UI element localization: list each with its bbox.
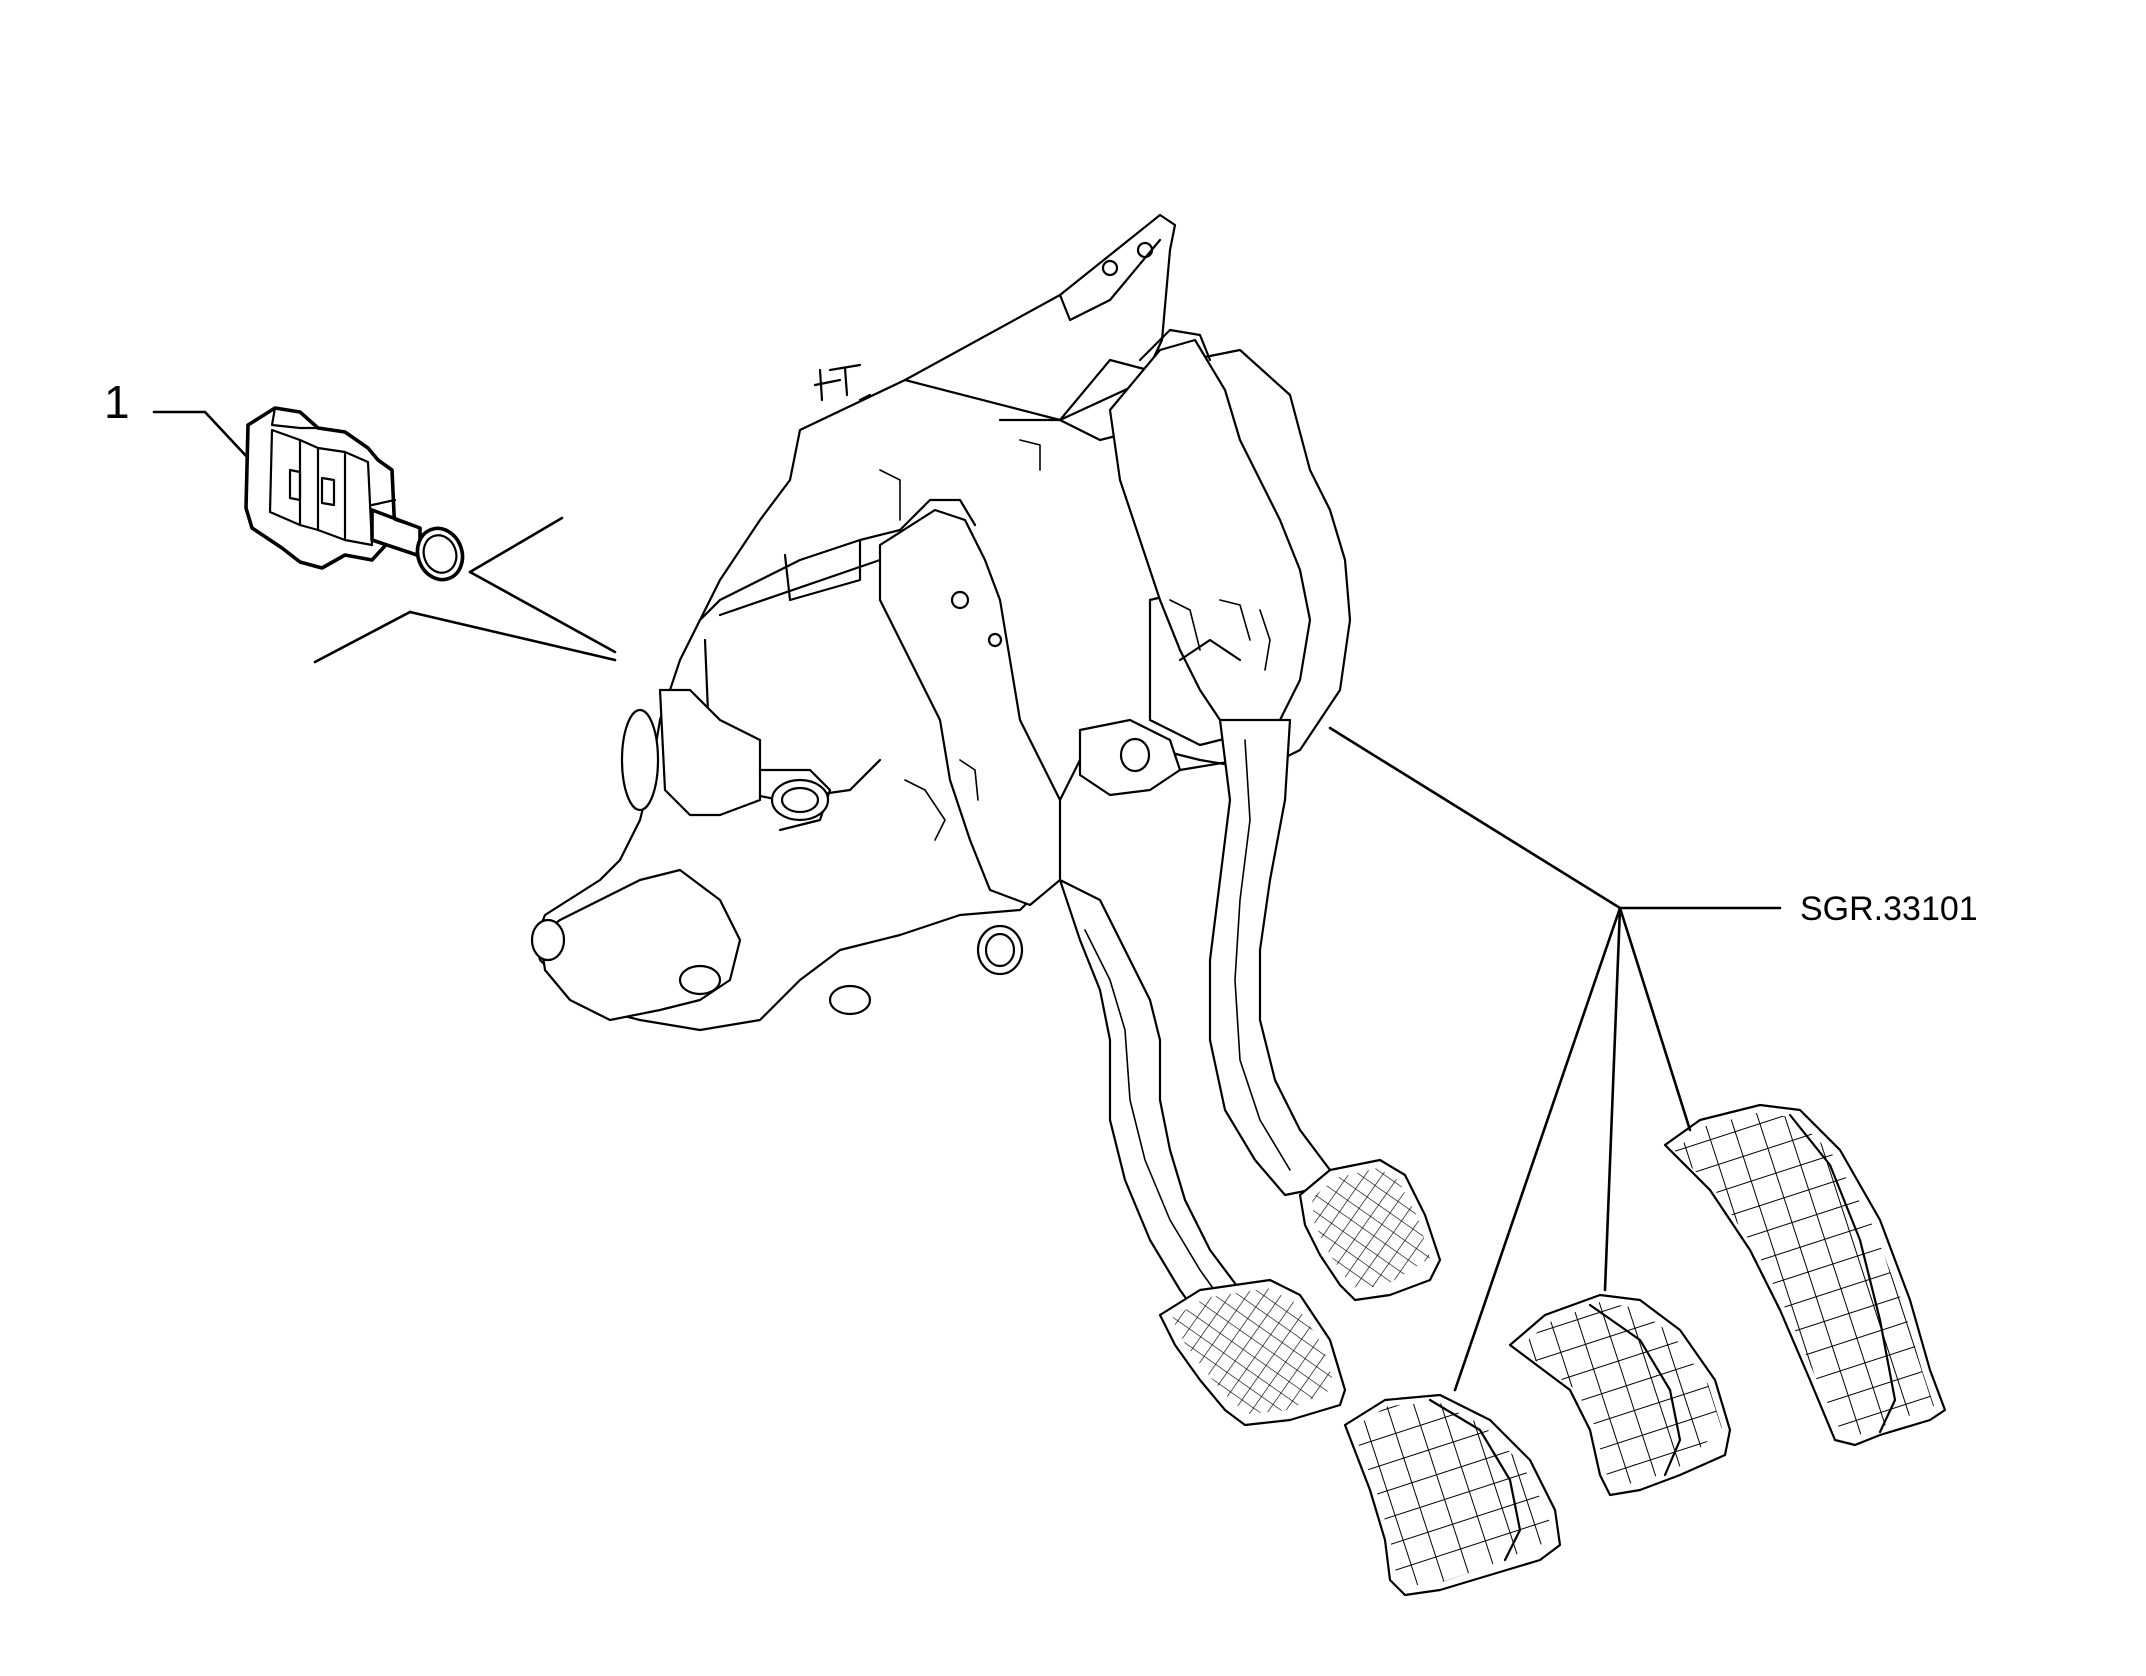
- pedal-pad-cover-medium: [1508, 1293, 1732, 1497]
- pedal-pad-cover-small: [1343, 1393, 1562, 1597]
- group-reference-label: SGR.33101: [1800, 890, 1978, 928]
- clutch-pedal-arm: [1208, 718, 1332, 1197]
- brake-pedal-pad: [1158, 1278, 1347, 1427]
- part-1-leader: [152, 410, 250, 460]
- clutch-pedal-pad: [1298, 1158, 1442, 1302]
- brake-light-switch: [244, 406, 465, 582]
- installation-guide-lines: [313, 516, 617, 664]
- group-reference-leaders: [1328, 726, 1782, 1392]
- part-number-label: 1: [104, 376, 130, 428]
- pedal-box-assembly: [530, 213, 1352, 1032]
- pedal-pad-cover-long: [1663, 1103, 1947, 1447]
